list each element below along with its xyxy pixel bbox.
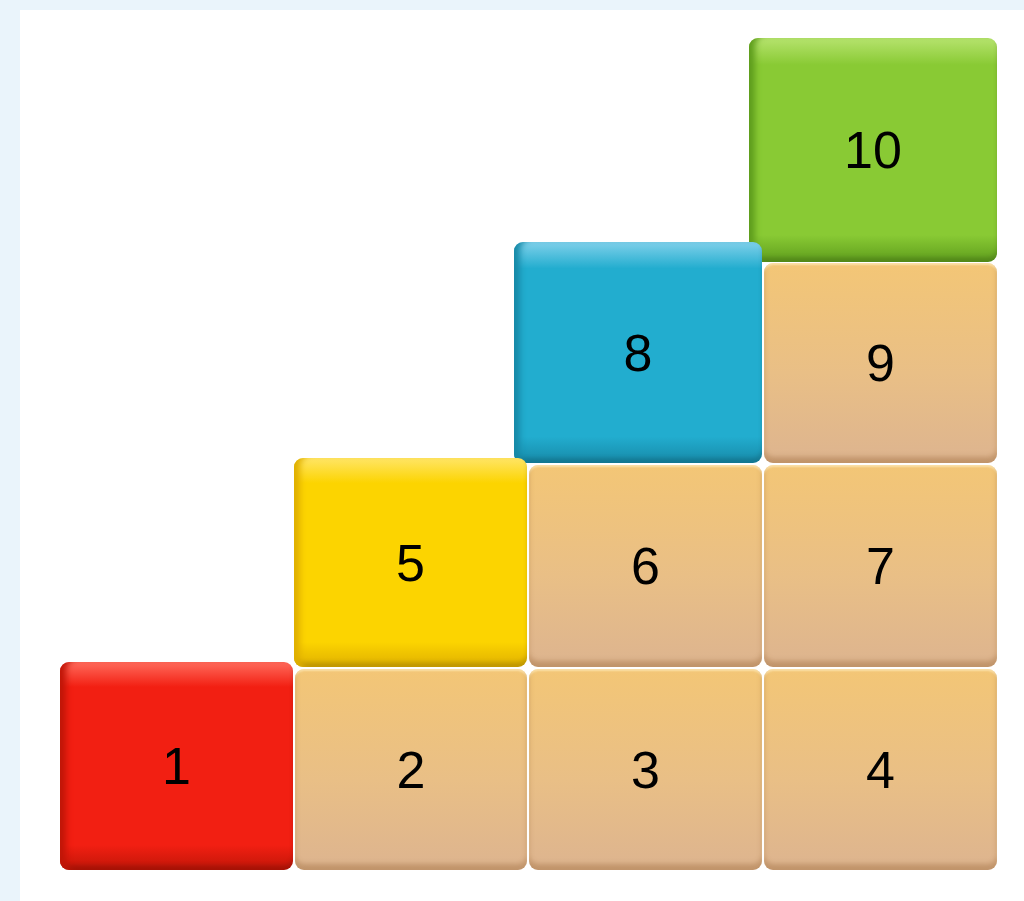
yellow-block: 5 [294,458,527,667]
block-number: 10 [844,124,902,176]
block-number: 5 [396,537,425,589]
block-number: 8 [624,327,653,379]
block-number: 4 [866,744,895,796]
blue-block: 8 [514,242,762,463]
block-number: 3 [631,744,660,796]
tan-block: 7 [764,465,997,667]
tan-block: 3 [529,669,762,870]
tan-block: 2 [295,669,527,870]
tan-block: 6 [529,465,762,667]
block-number: 2 [397,744,426,796]
block-number: 7 [866,540,895,592]
green-block: 10 [749,38,997,262]
tan-block: 9 [764,263,997,463]
red-block: 1 [60,662,293,870]
block-number: 1 [162,740,191,792]
block-number: 6 [631,540,660,592]
tan-block: 4 [764,669,997,870]
block-number: 9 [866,337,895,389]
